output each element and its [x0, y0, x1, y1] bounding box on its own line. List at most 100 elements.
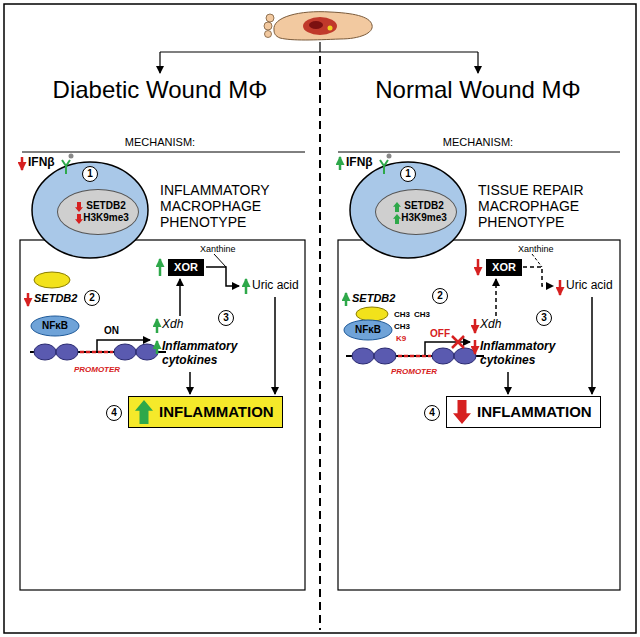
down-arrow: [27, 293, 30, 306]
node-text: XOR: [174, 261, 198, 274]
product-label: Uric acid: [252, 279, 299, 293]
ifn-receptor: [380, 160, 388, 174]
ifn-ligand: [69, 154, 74, 159]
residue-label: K9: [396, 334, 406, 343]
nucleosome: [454, 348, 476, 364]
xor-arrow: [523, 267, 553, 286]
wound-core: [309, 21, 323, 29]
methyl-label: CH3: [394, 310, 410, 319]
down-arrow: [21, 157, 24, 170]
nfkb-protein: [31, 316, 79, 336]
node-text: 2: [437, 289, 443, 303]
up-arrow: [339, 157, 342, 170]
nucleosomes: [34, 344, 476, 364]
cytokine-label: IFNβ: [346, 156, 373, 170]
macrophage-cell: [32, 162, 148, 258]
node-text: 4: [429, 406, 435, 420]
up-arrow: [159, 259, 162, 276]
nucleus: SETDB2 H3K9me3: [375, 189, 457, 235]
phenotype-label: TISSUE REPAIR MACROPHAGE PHENOTYPE: [478, 182, 618, 230]
down-arrow: [474, 340, 477, 354]
gene-label: Inflammatory cytokines: [480, 340, 580, 368]
nucleosome: [34, 344, 56, 360]
node-text: 4: [111, 406, 117, 420]
cytokine-label: IFNβ: [28, 156, 55, 170]
outcome-box: INFLAMMATION: [128, 396, 283, 428]
ifn-ligand: [387, 154, 392, 159]
ifn-receptor: [62, 160, 70, 174]
callout-number: 2: [84, 290, 100, 306]
section-label: MECHANISM:: [443, 136, 513, 149]
section-rule: [22, 152, 305, 153]
methyl-label: CH3: [414, 310, 430, 319]
pathway-arrows: [97, 254, 592, 394]
uric-acid-arrow: [274, 297, 276, 394]
column-heading: Normal Wound MΦ: [375, 76, 580, 104]
switch-label: OFF: [430, 328, 450, 340]
down-arrow: [75, 202, 83, 212]
node-text: SETDB2 H3K9me3: [83, 200, 129, 224]
node-text: 1: [87, 167, 93, 181]
switch-label: ON: [104, 325, 119, 337]
nucleosome: [352, 348, 374, 364]
up-arrow: [245, 279, 248, 294]
cross-stroke: [452, 336, 464, 348]
foot-shape: [274, 12, 372, 40]
node-text: 3: [541, 311, 547, 325]
nfkb-protein: [344, 320, 392, 340]
level-arrow: [134, 399, 154, 425]
nucleosome: [374, 348, 396, 364]
wound-spot: [328, 26, 333, 31]
promoter-region: [80, 351, 113, 354]
callout-number: 1: [82, 166, 98, 182]
protein-label: NFκB: [355, 324, 381, 336]
nucleosome: [432, 348, 454, 364]
enzyme-box: XOR: [486, 259, 522, 276]
callout-number: 3: [218, 310, 234, 326]
protein-label: NFκB: [42, 320, 68, 332]
down-arrow: [474, 319, 477, 333]
branch-arrow: [159, 52, 160, 73]
xdh-arrow: [495, 279, 497, 316]
protein-label: SETDB2: [34, 292, 77, 305]
enzyme-box: XOR: [168, 259, 204, 276]
section-rule: [338, 152, 620, 153]
outer-frame: [4, 4, 636, 633]
substrate-label: Xanthine: [200, 244, 236, 254]
toe: [264, 22, 272, 30]
node-text: XOR: [492, 261, 516, 274]
cytokine-arrow: [189, 372, 191, 394]
up-arrow: [393, 214, 401, 224]
down-arrow: [477, 259, 480, 275]
phenotype-label: INFLAMMATORY MACROPHAGE PHENOTYPE: [160, 182, 300, 230]
column-heading: Diabetic Wound MΦ: [53, 76, 268, 104]
level-arrow: [452, 399, 472, 425]
gene-label: Inflammatory cytokines: [162, 340, 262, 368]
node-text: 1: [405, 167, 411, 181]
foot-illustration: [264, 12, 372, 40]
callout-number: 2: [432, 288, 448, 304]
gene-label: Xdh: [480, 318, 501, 332]
mechanism-panel: [338, 240, 620, 590]
node-text: INFLAMMATION: [477, 403, 592, 421]
cross-stroke: [452, 336, 464, 348]
methyl-label: CH3: [394, 322, 410, 331]
node-text: 3: [223, 311, 229, 325]
down-arrow: [559, 280, 562, 295]
up-arrow: [156, 341, 159, 354]
promoter-label: PROMOTER: [391, 367, 437, 376]
mechanism-panel: [20, 240, 305, 590]
callout-number: 4: [424, 405, 440, 421]
toe: [265, 31, 272, 38]
outcome-box: INFLAMMATION: [446, 396, 601, 428]
up-arrow: [345, 293, 348, 306]
setdb2-protein: [34, 272, 70, 288]
promoter-region: [398, 355, 431, 358]
xanthine-line: [532, 254, 542, 267]
node-text: INFLAMMATION: [159, 403, 274, 421]
gene-label: Xdh: [162, 318, 183, 332]
nucleosome: [56, 344, 78, 360]
nucleosome: [136, 344, 158, 360]
down-arrow: [75, 214, 83, 224]
